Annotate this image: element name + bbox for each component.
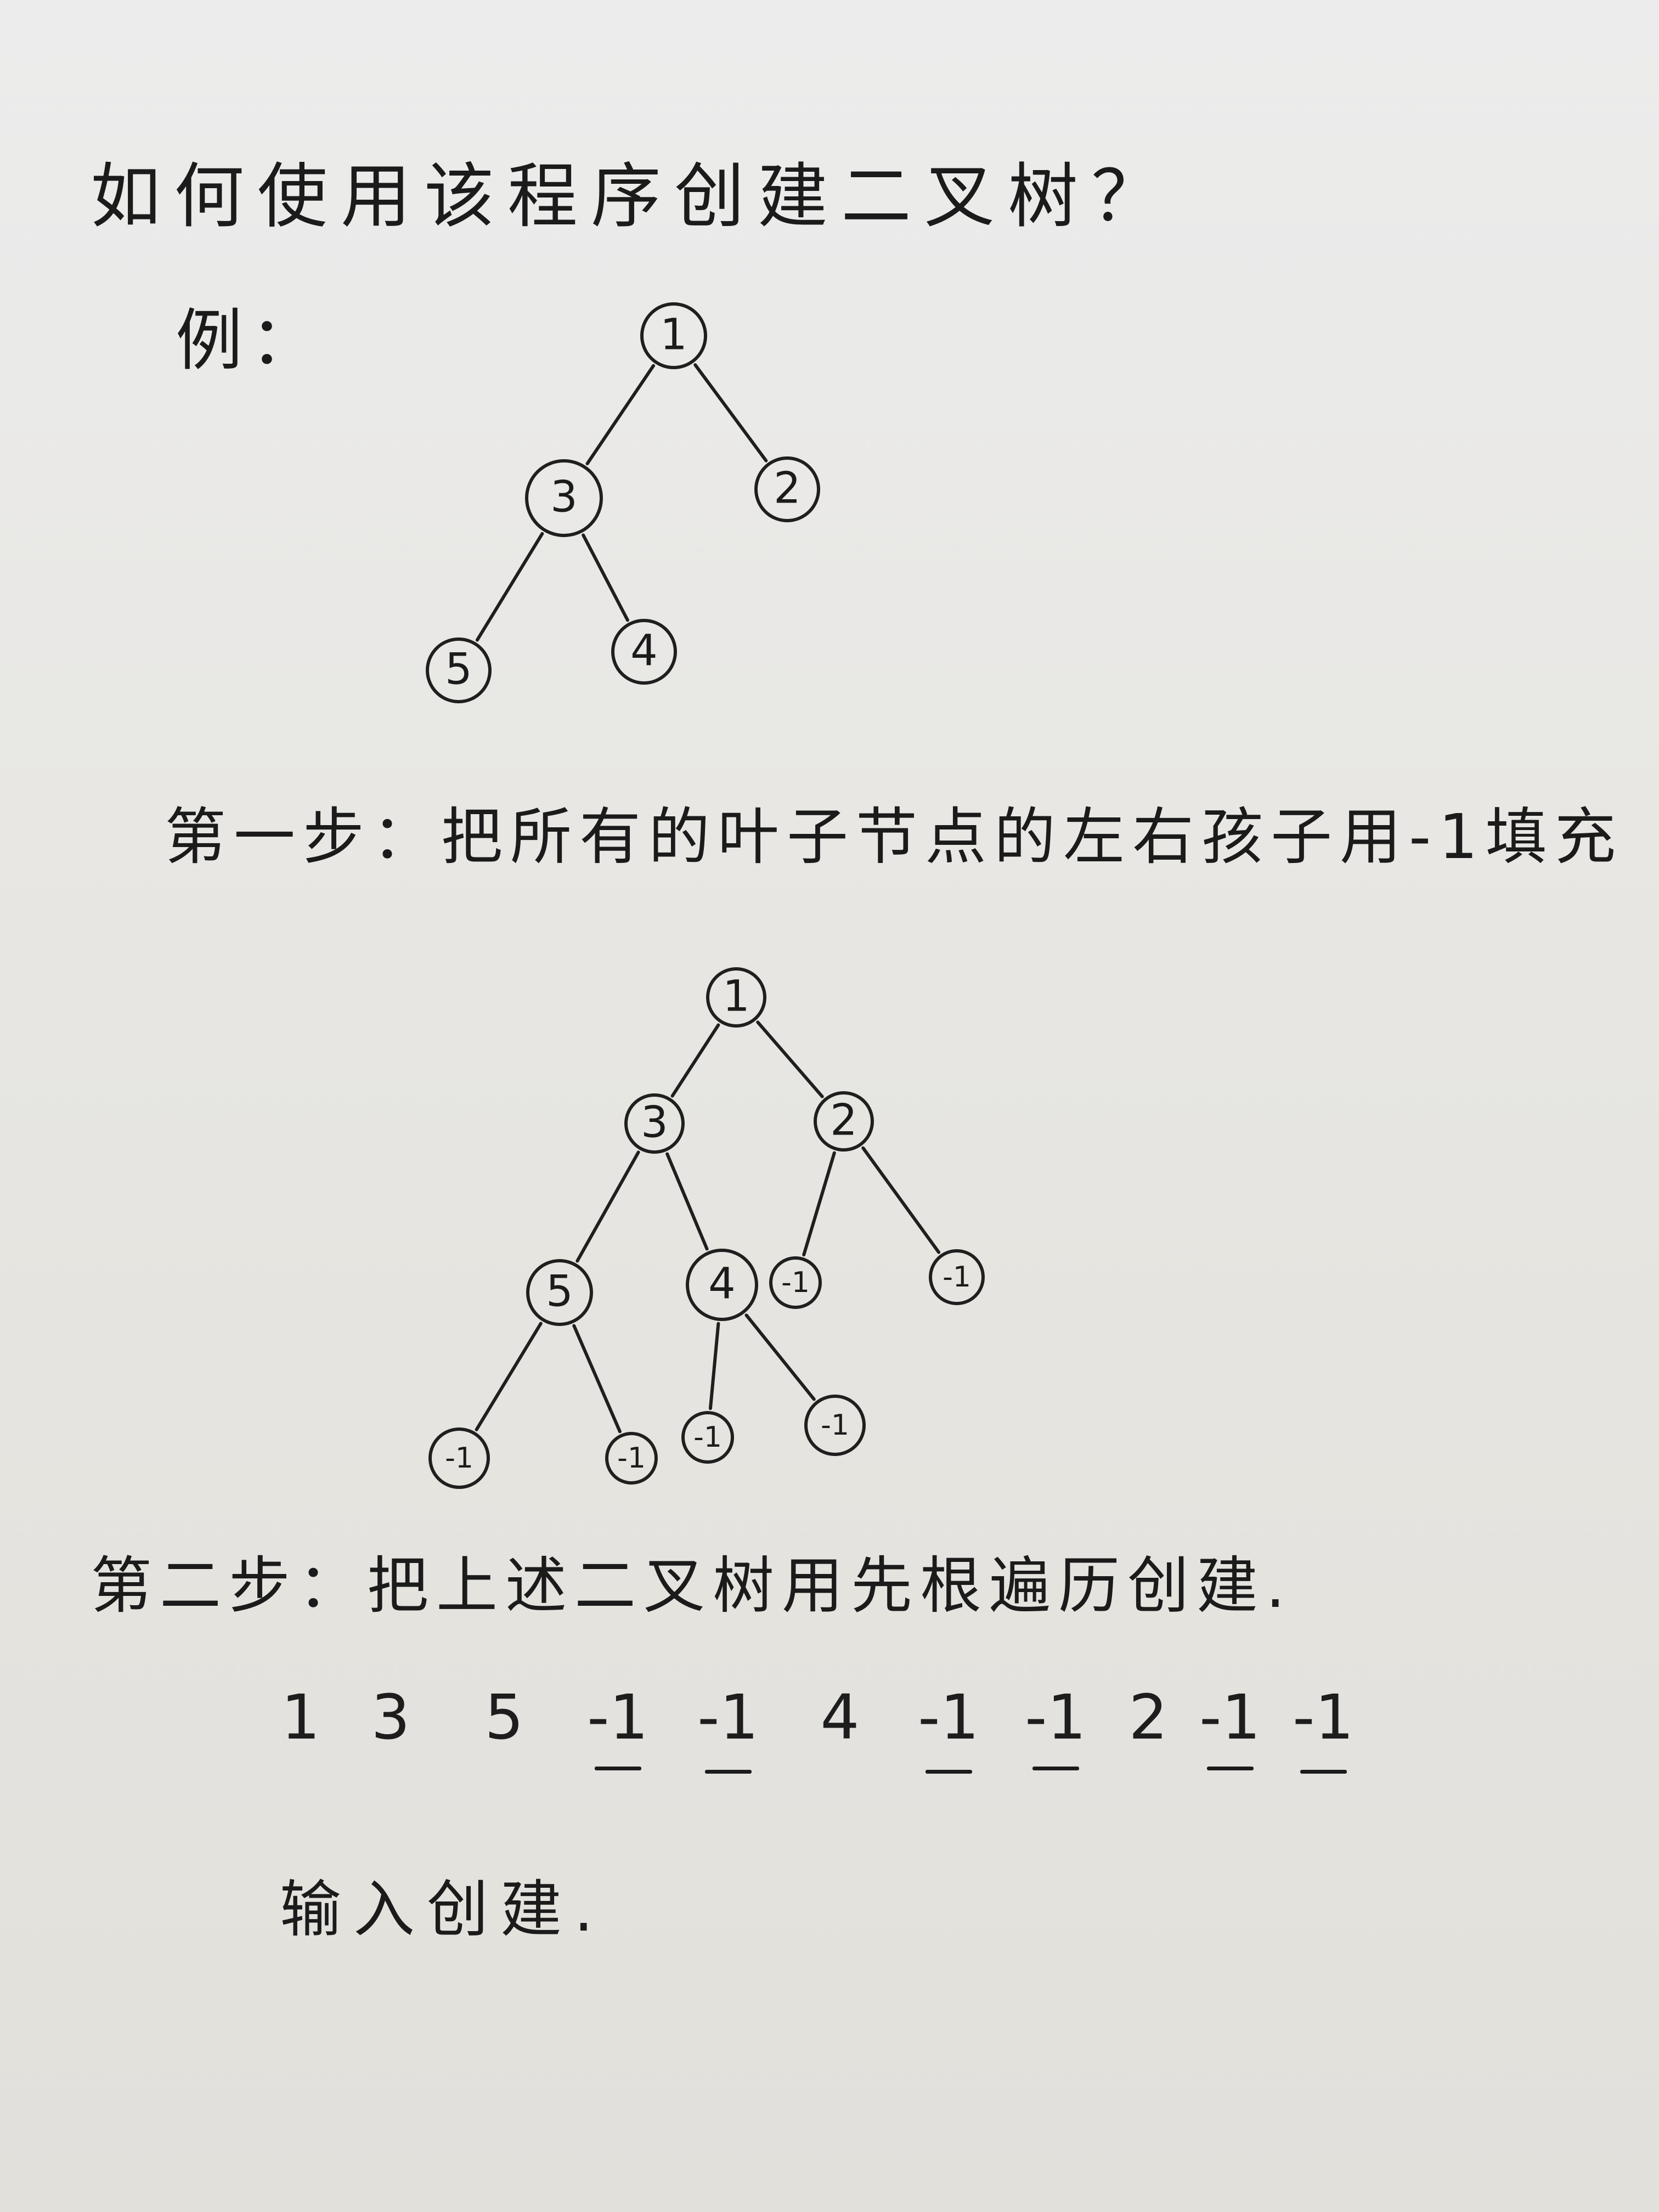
tree-edge [670,1023,720,1098]
tree-node: -1 [605,1432,658,1485]
tree-node: 5 [526,1259,593,1326]
step-one-text: 第一步：把所有的叶子节点的左右孩子用-1填充 [165,802,1624,873]
tree-node-circle [640,302,707,369]
tree-edge [665,1152,709,1251]
tree-node-label: 3 [641,1098,668,1147]
tree-edge [693,363,768,462]
tree-node: -1 [769,1256,822,1309]
tree-node: 5 [426,637,492,703]
sequence-item: 1 [281,1682,320,1753]
tree-node-circle [804,1395,866,1456]
sequence-item-underline [1207,1767,1254,1770]
tree-node-circle [681,1411,734,1464]
tree-node-circle [706,967,766,1028]
tree-node-label: 4 [630,626,658,675]
tree-node-circle [526,1259,593,1326]
tree-node: -1 [428,1427,490,1489]
tree-node-label: -1 [445,1442,473,1475]
tree-node-label: -1 [781,1266,810,1299]
tree-edge [744,1313,816,1401]
tree-node-label: 5 [546,1267,573,1316]
tree-node-circle [525,459,603,537]
tree-edge [756,1020,824,1098]
tree-node-label: 1 [723,972,750,1021]
tree-node-circle [611,619,677,685]
tree-node: 3 [525,459,603,537]
sequence-item: -1 [587,1682,648,1753]
tree-node-label: -1 [617,1442,646,1475]
sequence-item-underline [705,1770,752,1774]
tree-node-circle [605,1432,658,1485]
tree-node-label: 2 [830,1096,857,1145]
tree-node-circle [624,1093,685,1154]
sequence-item: 2 [1128,1682,1168,1753]
tree-node-label: 5 [445,645,472,694]
tree-node: -1 [681,1411,734,1464]
tree-node: -1 [804,1395,866,1456]
tree-edge [572,1324,622,1434]
step-two-text: 第二步：把上述二叉树用先根遍历创建. [91,1550,1293,1622]
tree-node: 1 [640,302,707,369]
tree-node-label: 4 [708,1259,736,1308]
tree-node-circle [428,1427,490,1489]
tree-node: 2 [754,456,820,522]
tree-node-circle [929,1249,985,1305]
tree-node-label: 3 [550,472,578,522]
tree-node: 4 [611,619,677,685]
tree-node-label: -1 [693,1421,722,1454]
sequence-item: -1 [697,1682,759,1753]
sequence-item: -1 [1025,1682,1086,1753]
tree-node-circle [814,1091,874,1152]
sequence-item-underline [1300,1770,1347,1774]
sequence-item: 4 [820,1682,860,1753]
sequence-item: -1 [918,1682,979,1753]
tree-node-circle [754,456,820,522]
tree-edge [585,364,656,466]
tree-node: -1 [929,1249,985,1305]
sequence-item-underline [926,1770,972,1774]
example-label: 例： [176,302,325,380]
tree-node-label: 2 [774,464,801,513]
sequence-item-underline [595,1767,641,1770]
tree-node: 1 [706,967,766,1028]
sequence-item: 3 [371,1682,410,1753]
input-create-text: 输入创建. [280,1874,606,1945]
tree-edge [475,532,544,642]
tree-node-circle [686,1249,758,1321]
tree-edge [861,1146,941,1254]
tree-node-circle [769,1256,822,1309]
tree-edge [708,1322,720,1410]
tree-node-label: -1 [821,1409,849,1442]
sequence-item-underline [1032,1767,1079,1770]
tree-edge [802,1151,836,1257]
sequence-item: -1 [1293,1682,1354,1753]
tree-node-circle [426,637,492,703]
tree-edge [582,533,629,622]
tree-node: 3 [624,1093,685,1154]
tree-node: 2 [814,1091,874,1152]
page-title: 如何使用该程序创建二叉树？ [91,156,1175,238]
tree-node-label: -1 [943,1261,971,1294]
sequence-item: -1 [1199,1682,1261,1753]
tree-edge [575,1150,640,1263]
tree-edge [475,1322,543,1431]
sequence-item: 5 [484,1682,524,1753]
tree-node-label: 1 [660,310,687,359]
tree-node: 4 [686,1249,758,1321]
